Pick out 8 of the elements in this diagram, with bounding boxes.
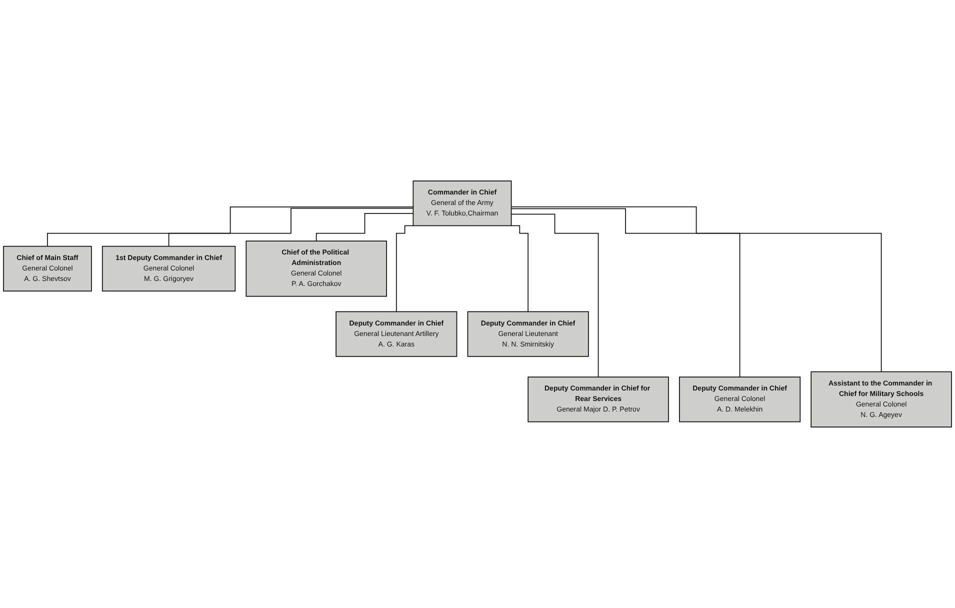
connector bbox=[47, 206, 414, 247]
connector bbox=[510, 206, 882, 372]
connector bbox=[396, 225, 414, 312]
connector bbox=[316, 212, 414, 242]
connector bbox=[510, 214, 599, 378]
connector bbox=[168, 208, 414, 247]
connector bbox=[510, 225, 529, 312]
connector bbox=[510, 208, 740, 378]
